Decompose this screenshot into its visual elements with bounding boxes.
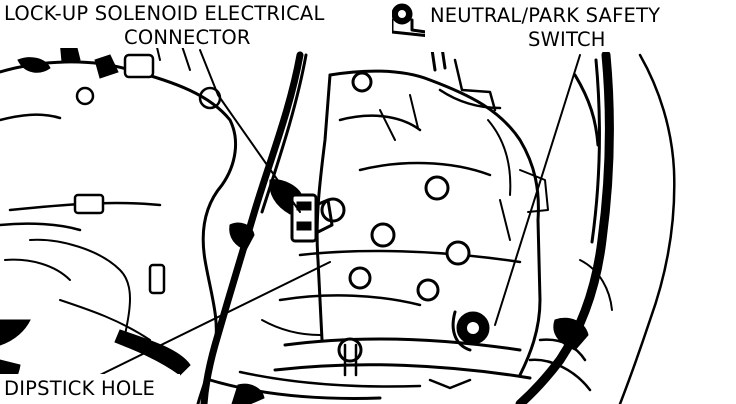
lockup-label-line1: LOCK-UP SOLENOID ELECTRICAL (4, 2, 325, 25)
leader-lockup (199, 49, 301, 213)
dipstick-label: DIPSTICK HOLE (4, 377, 155, 400)
engine-block (0, 17, 237, 404)
neutral-label-line2: SWITCH (528, 28, 606, 51)
leader-lines (99, 49, 581, 376)
safety-switch (451, 310, 490, 352)
solenoid-connector (290, 193, 334, 243)
lockup-label-line2: CONNECTOR (124, 26, 251, 49)
neutral-label-line1: NEUTRAL/PARK SAFETY (430, 4, 660, 27)
bottom-pan (208, 370, 422, 404)
right-harness (515, 50, 676, 404)
labels: LOCK-UP SOLENOID ELECTRICAL CONNECTOR NE… (4, 2, 661, 400)
leader-dipstick (99, 261, 331, 376)
leader-switch (494, 54, 581, 326)
